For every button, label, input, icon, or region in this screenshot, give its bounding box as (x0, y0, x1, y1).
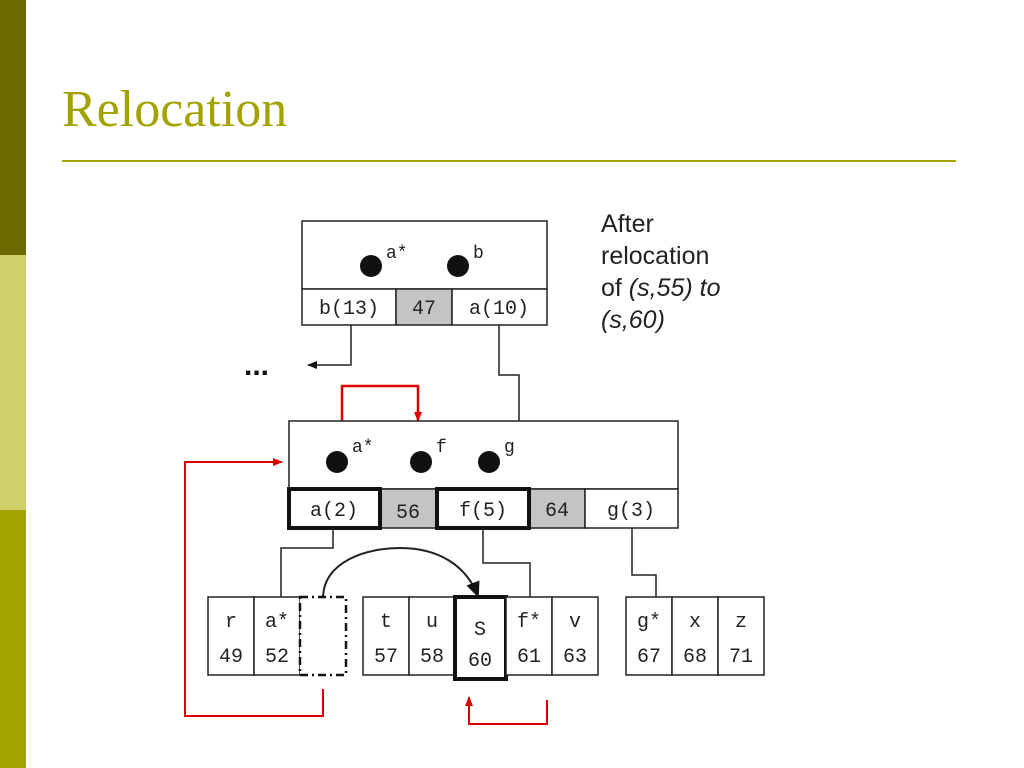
leaf-cell-label: S (474, 619, 486, 642)
leaf-cell-label: f* (517, 611, 541, 634)
leaf-node-3: g* 67 x 68 z 71 (625, 596, 765, 676)
root-pointer-dot-b (447, 255, 469, 277)
caption-line-2: relocation (601, 242, 710, 270)
edge-internal-f-to-leaf (482, 528, 531, 597)
title-underline (62, 160, 956, 162)
leaf-cell-label: z (735, 611, 747, 634)
internal-key-64: 64 (545, 500, 569, 523)
root-key-cell (395, 288, 453, 326)
leaf-cell-number: 68 (683, 646, 707, 669)
internal-node: a* f g a(2) 56 f(5) 64 g(3) (287, 420, 679, 530)
leaf-cell-label: g* (637, 611, 661, 634)
caption-line-3-prefix: of (601, 274, 629, 302)
leaf-cell-label: v (569, 611, 581, 634)
root-entry-cell (301, 288, 397, 326)
leaf-cell-label: t (380, 611, 392, 634)
leaf-cell-number: 58 (420, 646, 444, 669)
internal-pointer-dot-a (326, 451, 348, 473)
leaf-cell-number: 67 (637, 646, 661, 669)
internal-pointer-dot-g (478, 451, 500, 473)
highlight-a-entry (287, 487, 382, 530)
red-arrow-a-to-f (340, 384, 422, 426)
red-arrow-slot-to-internal (184, 458, 324, 717)
sidebar-block-mid (0, 510, 26, 768)
internal-pointer-dot-f (410, 451, 432, 473)
slide-title: Relocation (62, 81, 288, 138)
leaf-node-2: t 57 u 58 S 60 f* 61 v 63 (362, 595, 599, 681)
sidebar-block-light (0, 255, 26, 510)
vacated-slot (298, 595, 348, 677)
leaf-cell-label: r (225, 611, 237, 634)
leaf-cell-label: x (689, 611, 701, 634)
internal-entry-a: a(2) (310, 500, 358, 523)
internal-entry-g: g(3) (607, 500, 655, 523)
diagram-caption: After relocation of (s,55) to (s,60) (601, 208, 721, 336)
caption-line-1: After (601, 210, 654, 238)
root-entry-a: a(10) (469, 298, 529, 321)
sidebar-decoration (0, 0, 26, 768)
root-key: 47 (412, 298, 436, 321)
leaf-cell-number: 52 (265, 646, 289, 669)
leaf-cell-number: 63 (563, 646, 587, 669)
root-pointer-label-b: b (473, 244, 484, 264)
edge-internal-a-to-leaf (280, 528, 334, 597)
leaf-cell-number: 61 (517, 646, 541, 669)
sidebar-block-dark (0, 0, 26, 255)
leaf-cell-label: u (426, 611, 438, 634)
caption-line-3: of (s,55) to (601, 272, 721, 304)
root-pointer-label-a: a* (386, 244, 408, 264)
leaf-cell-number: 49 (219, 646, 243, 669)
leaf-cell-number: 57 (374, 646, 398, 669)
root-entry-b: b(13) (319, 298, 379, 321)
internal-pointer-label-a: a* (352, 438, 374, 458)
leaf-cell-number: 71 (729, 646, 753, 669)
red-arrow-f-to-s (465, 696, 548, 725)
root-node: a* b b(13) 47 a(10) (301, 220, 548, 326)
leaf-node-1: r 49 a* 52 (207, 595, 348, 677)
leaf-cell-label: a* (265, 611, 289, 634)
internal-pointer-label-f: f (436, 438, 447, 458)
internal-entry-f: f(5) (459, 500, 507, 523)
edge-internal-g-to-leaf (631, 528, 657, 597)
caption-line-4: (s,60) (601, 306, 665, 334)
relocated-slot (453, 595, 508, 681)
leaf-cell-number: 60 (468, 650, 492, 673)
relocation-curve-arrow (322, 546, 480, 598)
caption-line-3-italic: (s,55) to (628, 274, 721, 302)
edge-root-a-to-internal (498, 325, 520, 421)
internal-pointer-label-g: g (504, 438, 515, 458)
internal-key-56: 56 (396, 502, 420, 525)
edge-root-b-to-sibling (307, 325, 352, 369)
root-pointer-dot-a (360, 255, 382, 277)
ellipsis: ... (244, 349, 269, 382)
